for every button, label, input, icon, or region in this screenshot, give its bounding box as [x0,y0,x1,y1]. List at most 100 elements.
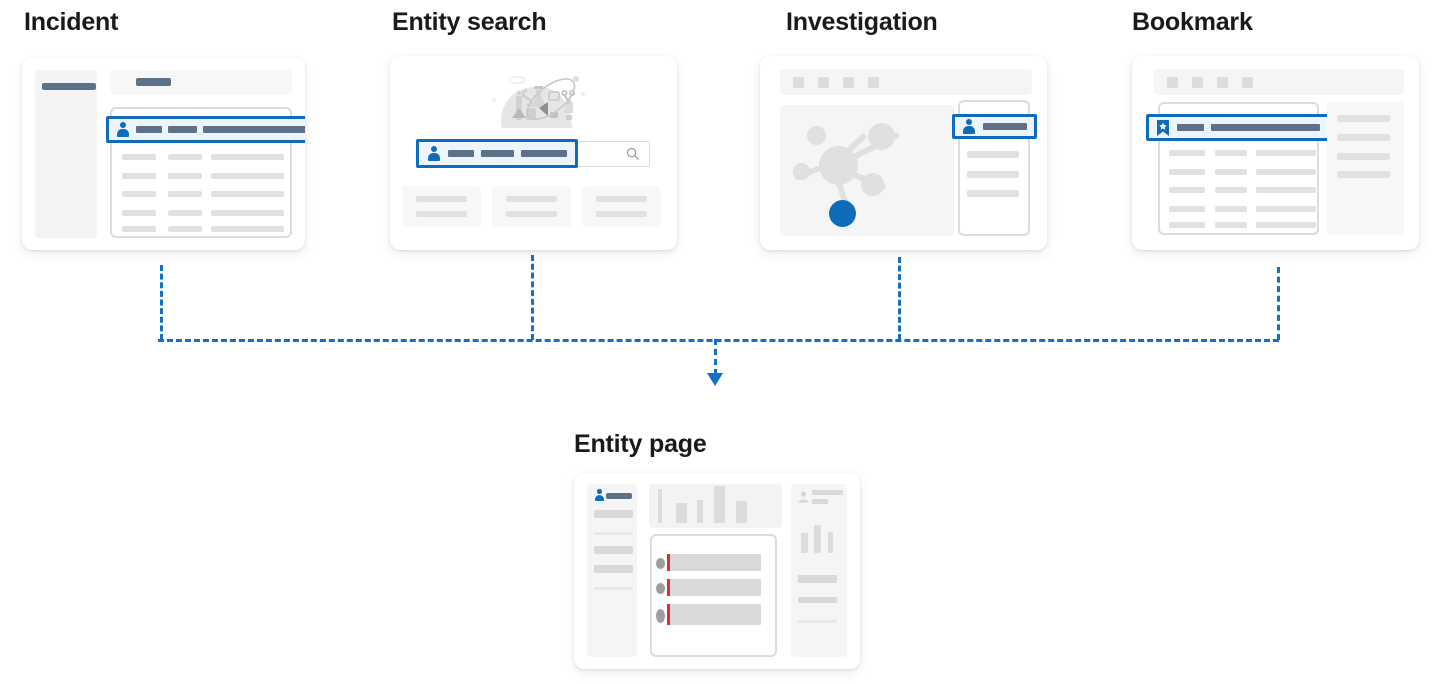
person-icon [962,119,976,134]
graph-node[interactable] [868,123,895,150]
toolbar-square[interactable] [1217,77,1228,88]
incident-table [110,107,292,238]
table-cell [1215,222,1247,228]
left-panel-row [594,565,633,573]
table-cell [1215,206,1247,212]
card-entity-search[interactable] [390,56,677,250]
toolbar-square[interactable] [793,77,804,88]
timeline-accent [667,554,670,571]
down-arrow-icon [707,373,723,386]
side-panel-row [967,190,1019,197]
card-entity-page[interactable] [574,473,860,669]
table-cell [1256,150,1316,156]
connector-to-entity-page [714,339,717,375]
result-tile[interactable] [582,186,661,227]
table-cell [122,191,156,197]
table-cell [211,173,284,179]
side-panel-row [967,171,1019,178]
card-title-bookmark: Bookmark [1132,8,1253,36]
table-cell [1256,222,1316,228]
table-cell [1169,206,1205,212]
connector-bus [158,339,1279,342]
table-cell [1169,150,1205,156]
person-icon [116,122,130,137]
timeline-accent [667,604,670,625]
connector-entity-search [531,255,534,340]
timeline-marker [656,583,665,594]
timeline-row [670,579,761,596]
entity-page-right-panel [791,484,847,657]
chart-bar [714,486,725,523]
left-panel-row [594,510,633,518]
card-incident[interactable] [22,58,305,250]
table-cell [122,173,156,179]
person-icon [594,489,604,501]
connector-incident [160,265,163,340]
search-icon[interactable] [626,147,640,161]
toolbar-square[interactable] [868,77,879,88]
investigation-highlighted-entity-row[interactable] [952,114,1037,139]
graph-node[interactable] [793,163,810,180]
connector-investigation [898,257,901,340]
card-title-entity-search: Entity search [392,8,547,36]
row-bar [448,150,475,157]
graph-node-center[interactable] [819,146,858,185]
left-panel-row [594,546,633,554]
table-cell [168,173,202,179]
toolbar-square[interactable] [1167,77,1178,88]
toolbar-square[interactable] [1242,77,1253,88]
bookmark-highlighted-row[interactable] [1146,114,1330,141]
entity-search-highlighted-query[interactable] [416,139,578,168]
row-bar [1177,124,1204,131]
toolbar-square[interactable] [843,77,854,88]
row-bar [1211,124,1320,131]
result-tile[interactable] [402,186,481,227]
entity-page-timeline [650,534,777,657]
incident-highlighted-entity-row[interactable] [106,116,305,143]
lab-science-illustration [492,76,585,128]
side-panel-row [1337,134,1390,141]
table-cell [211,210,284,216]
entity-page-title-bar [606,493,632,499]
side-panel-row [1337,115,1390,122]
toolbar-square[interactable] [1192,77,1203,88]
table-cell [1169,169,1205,175]
timeline-marker [656,558,665,569]
card-investigation[interactable] [760,56,1047,250]
side-panel-row [967,151,1019,158]
investigation-graph-canvas[interactable] [780,105,954,236]
right-panel-row [798,575,837,583]
row-bar [202,126,305,133]
result-tile[interactable] [492,186,571,227]
right-panel-line [812,499,828,504]
row-bar [167,126,197,133]
graph-node[interactable] [861,173,884,196]
right-panel-line [812,490,843,495]
toolbar-square[interactable] [818,77,829,88]
right-panel-divider [798,620,837,623]
card-bookmark[interactable] [1132,56,1419,250]
chart-bar [697,500,703,523]
table-cell [1256,187,1316,193]
table-cell [122,210,156,216]
timeline-row [670,554,761,571]
table-cell [1256,169,1316,175]
graph-node-selected[interactable] [829,200,856,227]
graph-node[interactable] [807,126,826,145]
table-cell [122,154,156,160]
table-cell [1169,187,1205,193]
table-cell [1215,169,1247,175]
timeline-row [670,604,761,625]
table-cell [168,154,202,160]
table-cell [1256,206,1316,212]
chart-bar [676,503,687,523]
tile-line [506,196,557,202]
tile-line [416,196,467,202]
incident-nav-item [42,83,96,90]
right-chart-bar [801,533,808,553]
entity-page-chart [649,484,782,528]
row-bar [136,126,162,133]
timeline-accent [667,579,670,596]
left-panel-divider [594,532,633,535]
